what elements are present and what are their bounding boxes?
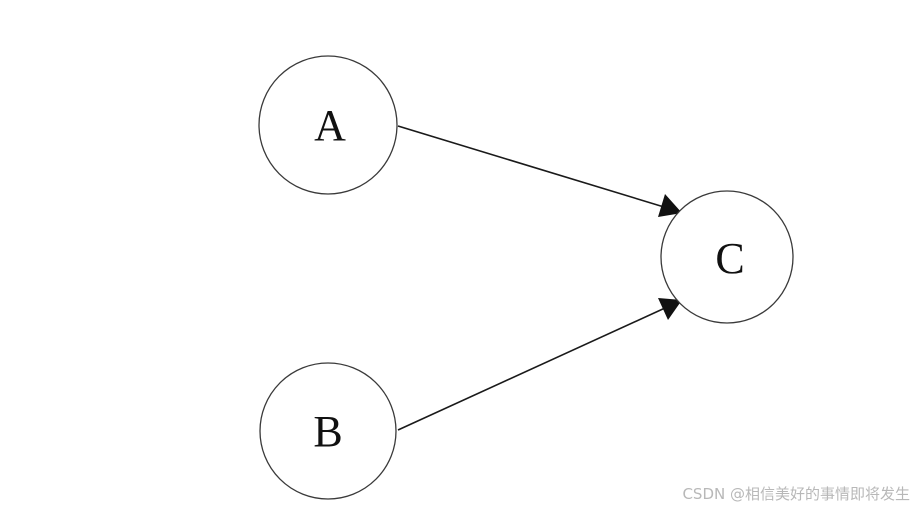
edge-a-to-c [397,125,682,217]
node-c-label: C [715,234,744,283]
node-c-circle [660,190,794,324]
node-c: C [660,190,794,324]
edge-b-to-c-line [397,307,666,431]
node-a-circle [258,55,398,195]
edge-a-to-c-line [397,125,665,208]
edge-b-to-c [397,298,682,431]
watermark-text: CSDN @相信美好的事情即将发生 [682,485,910,503]
edge-a-to-c-arrowhead [658,194,682,217]
node-a: A [258,55,398,195]
node-a-label: A [314,101,346,150]
edge-b-to-c-arrowhead [658,298,682,320]
node-b: B [259,362,397,500]
node-b-label: B [313,407,342,456]
node-b-circle [259,362,397,500]
